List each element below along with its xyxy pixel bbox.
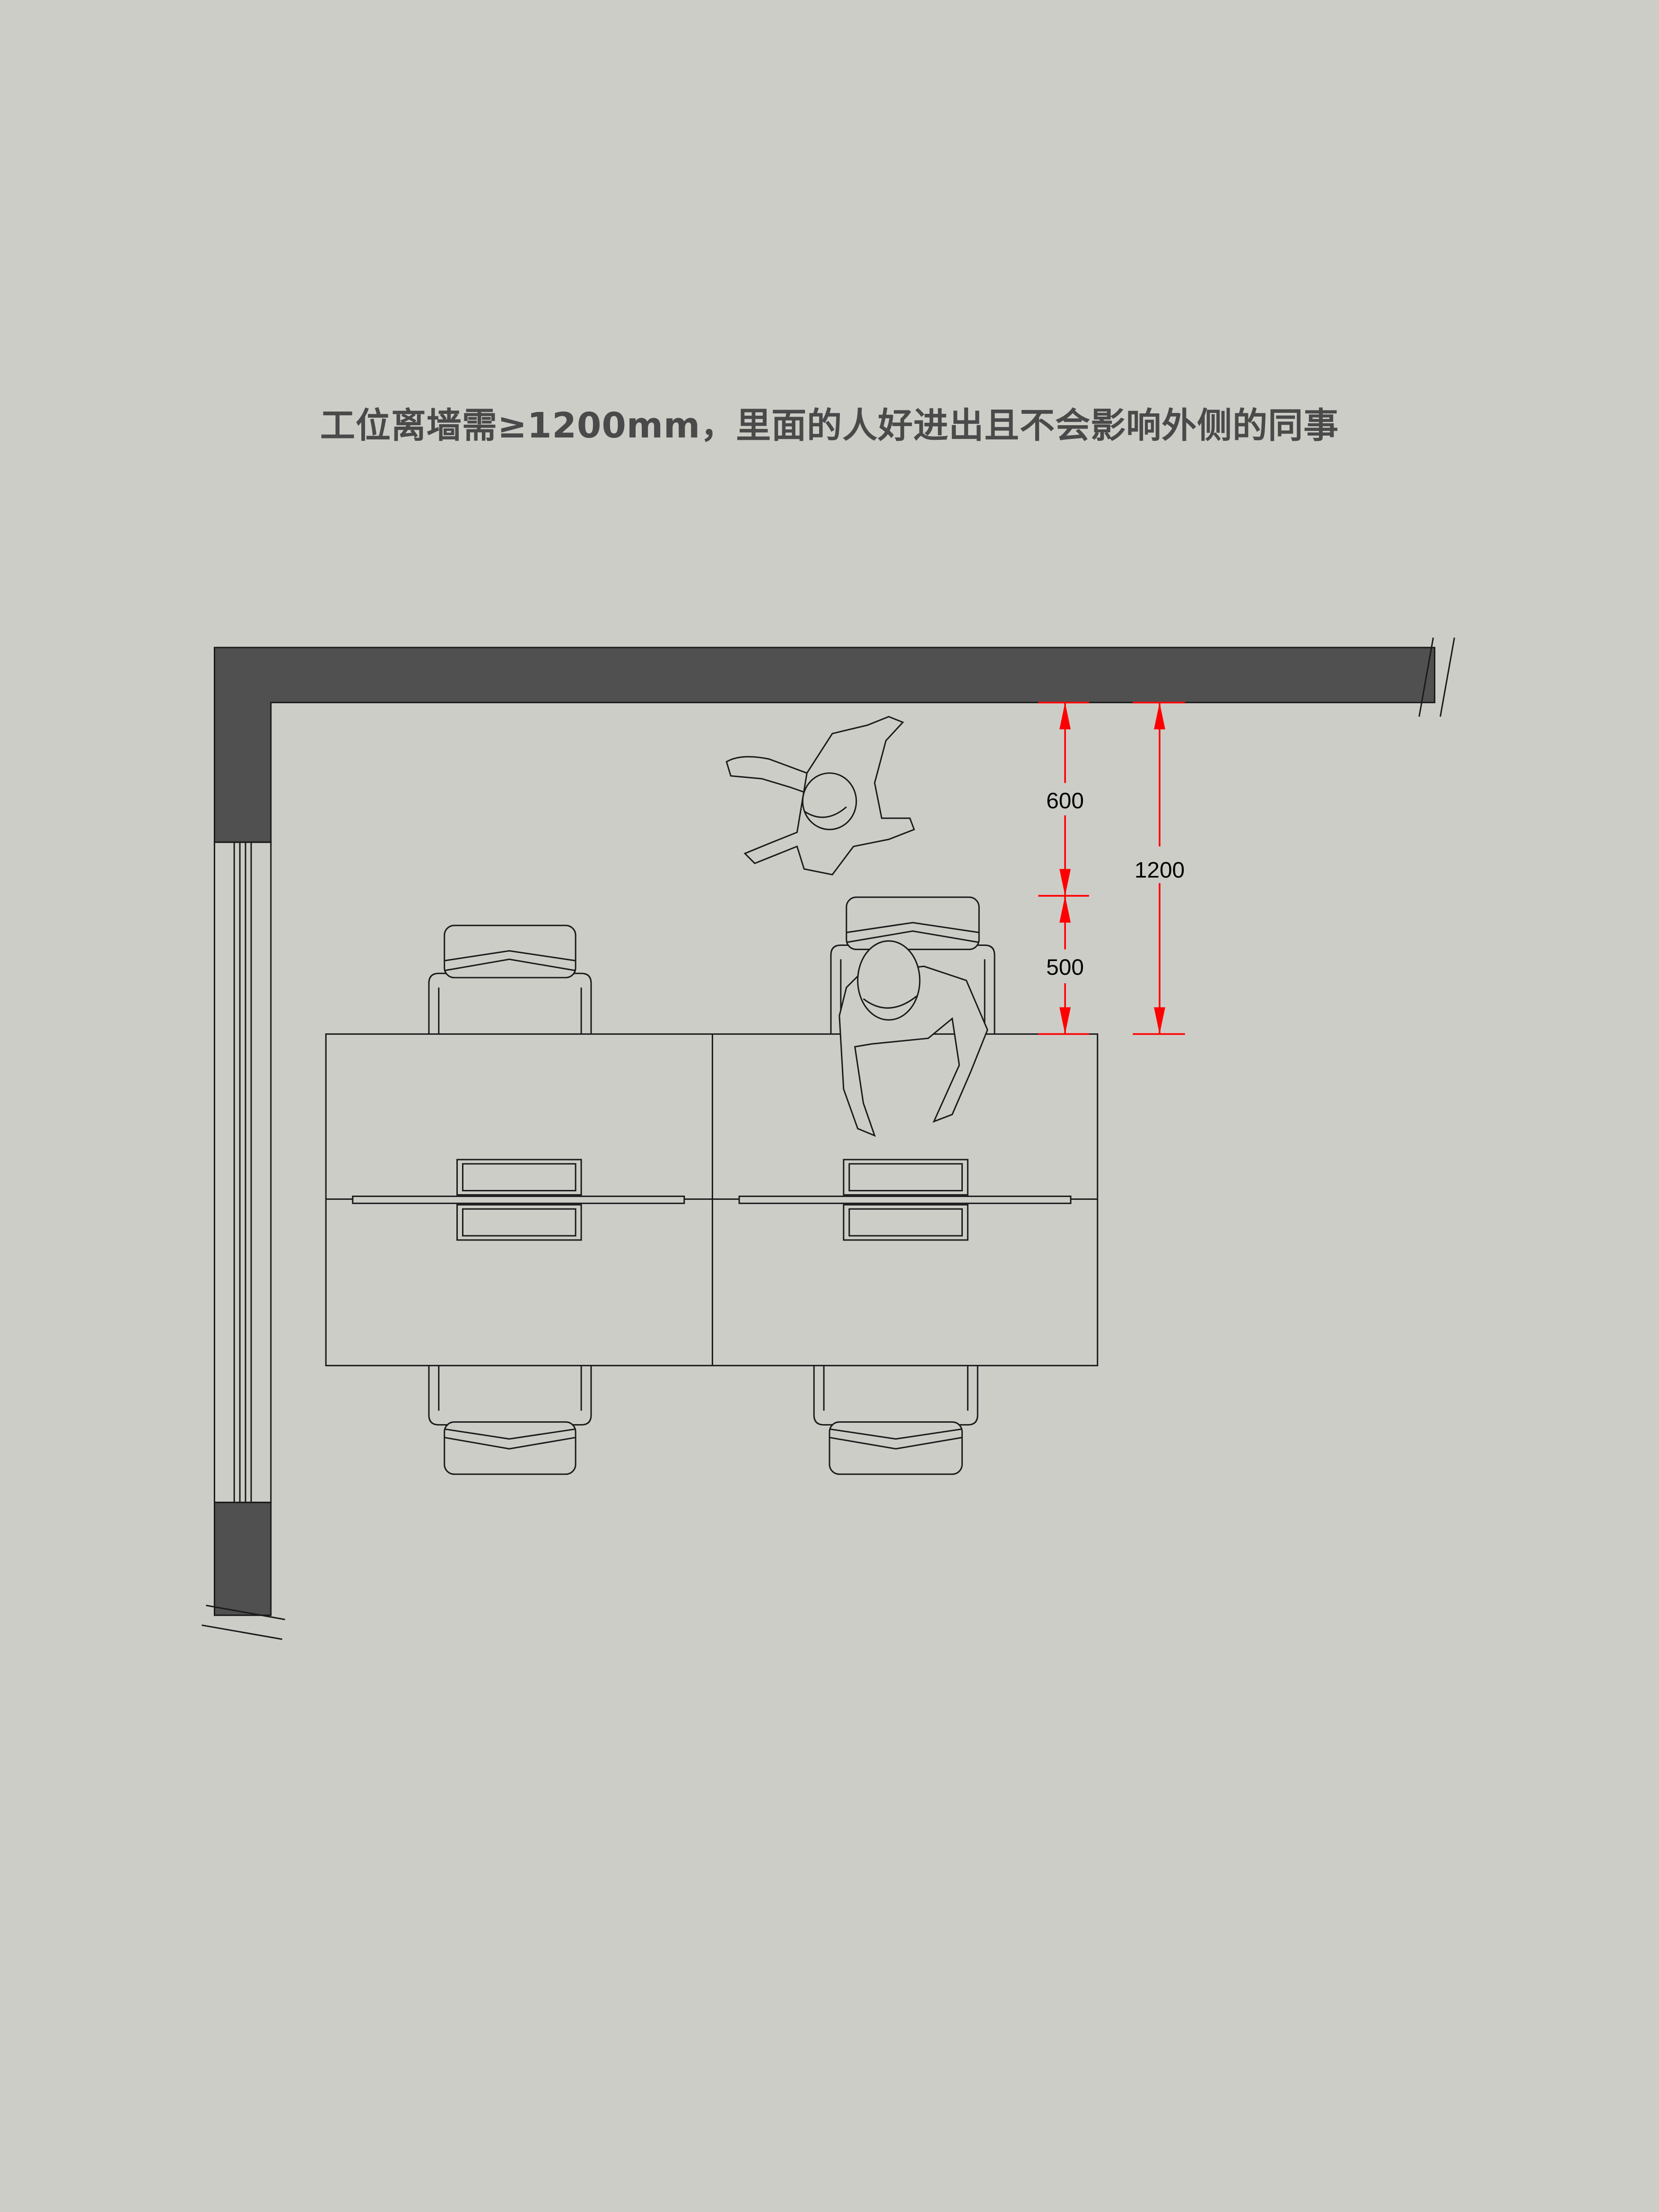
walls <box>201 637 1455 1640</box>
wall-left-lower <box>214 1502 272 1616</box>
dimension-label: 600 <box>1046 788 1084 813</box>
cable-tray-right <box>843 1159 969 1241</box>
dimension-label: 1200 <box>1135 857 1185 883</box>
dimension-1200: 1200 <box>1133 701 1185 1035</box>
chair-bottom-left <box>428 1365 592 1475</box>
person-seated-icon <box>838 940 988 1137</box>
person-walking-icon <box>725 716 915 875</box>
page-title: 工位离墙需≥1200mm，里面的人好进出且不会影响外侧的同事 <box>320 405 1339 446</box>
dimension-label: 500 <box>1046 955 1084 980</box>
desk-cluster <box>325 1033 1099 1366</box>
window <box>214 841 272 1504</box>
break-line-icon <box>201 637 1455 1640</box>
chair-top-left <box>428 925 592 1034</box>
chair-bottom-right <box>813 1365 978 1475</box>
cable-tray-left <box>456 1159 582 1241</box>
dimension-500: 500 <box>1038 896 1089 1035</box>
dimension-600: 600 <box>1038 701 1089 897</box>
